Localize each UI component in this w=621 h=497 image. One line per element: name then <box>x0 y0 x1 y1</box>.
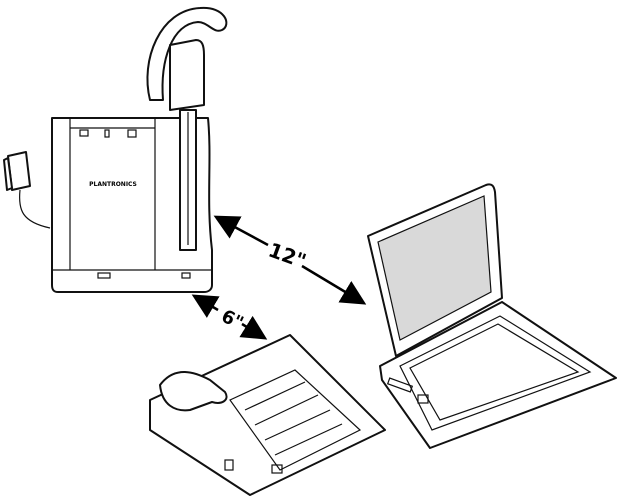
distance-label-phone: 6" <box>218 306 247 334</box>
distance-arrow-phone: 6" <box>196 297 263 337</box>
distance-arrow-laptop: 12" <box>218 218 362 302</box>
distance-label-laptop: 12" <box>265 238 309 274</box>
laptop <box>368 184 616 448</box>
brand-label: PLANTRONICS <box>89 181 137 188</box>
desk-phone <box>150 335 385 495</box>
power-adapter <box>4 152 50 228</box>
